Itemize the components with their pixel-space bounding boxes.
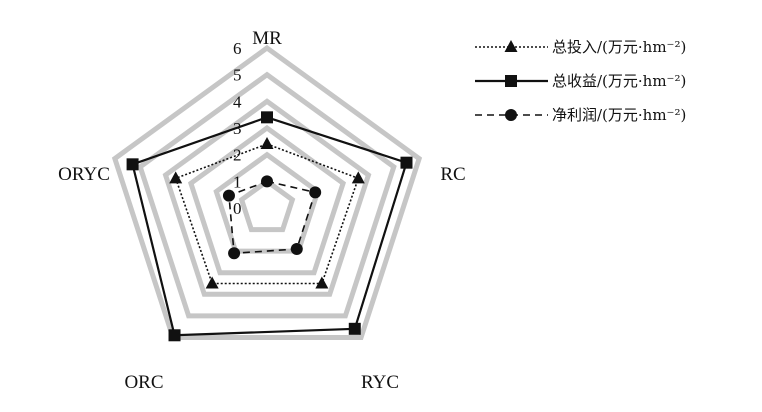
data-point	[126, 158, 139, 171]
data-point	[348, 322, 361, 335]
legend-item: 净利润/(万元·hm⁻²)	[475, 106, 686, 124]
legend-label: 净利润/(万元·hm⁻²)	[552, 106, 686, 124]
data-point	[169, 171, 183, 184]
radar-axis-labels: MR RC RYC ORC ORYC	[58, 28, 466, 393]
tick-label: 6	[233, 39, 242, 58]
data-point	[351, 171, 365, 184]
axis-label-oryc: ORYC	[58, 164, 110, 185]
series-2	[222, 175, 322, 260]
axis-label-ryc: RYC	[361, 372, 399, 393]
radar-series	[126, 111, 413, 342]
data-point	[261, 175, 273, 188]
tick-label: 5	[233, 66, 242, 85]
tick-label: 2	[233, 146, 242, 165]
data-point	[290, 242, 303, 255]
radar-tick-labels: 0 1 2 3 4 5 6	[233, 39, 242, 218]
series-1	[126, 111, 413, 342]
axis-label-orc: ORC	[124, 372, 163, 393]
grid-ring	[238, 178, 296, 233]
tick-label: 3	[233, 119, 242, 138]
data-point	[261, 111, 273, 124]
data-point	[315, 276, 329, 289]
data-point	[400, 156, 413, 169]
series-line	[174, 143, 360, 285]
data-point	[260, 137, 274, 149]
legend-label: 总收益/(万元·hm⁻²)	[552, 72, 686, 90]
legend-marker	[505, 75, 517, 87]
data-point	[309, 186, 322, 199]
axis-label-rc: RC	[440, 164, 465, 185]
legend-marker	[504, 40, 518, 52]
data-point	[168, 329, 181, 342]
data-point	[228, 247, 241, 260]
legend-marker	[505, 109, 517, 121]
data-point	[222, 189, 235, 202]
series-line	[228, 180, 317, 255]
tick-label: 1	[233, 172, 242, 191]
series-line	[131, 116, 408, 337]
legend-item: 总投入/(万元·hm⁻²)	[475, 38, 686, 56]
legend-label: 总投入/(万元·hm⁻²)	[552, 38, 686, 56]
tick-label: 0	[233, 199, 242, 218]
data-point	[205, 276, 219, 289]
tick-label: 4	[233, 92, 242, 111]
legend: 总投入/(万元·hm⁻²) 总收益/(万元·hm⁻²) 净利润/(万元·hm⁻²)	[475, 38, 686, 124]
legend-item: 总收益/(万元·hm⁻²)	[475, 72, 686, 90]
axis-label-mr: MR	[252, 28, 282, 49]
series-0	[169, 137, 365, 289]
radar-grid	[111, 44, 423, 340]
